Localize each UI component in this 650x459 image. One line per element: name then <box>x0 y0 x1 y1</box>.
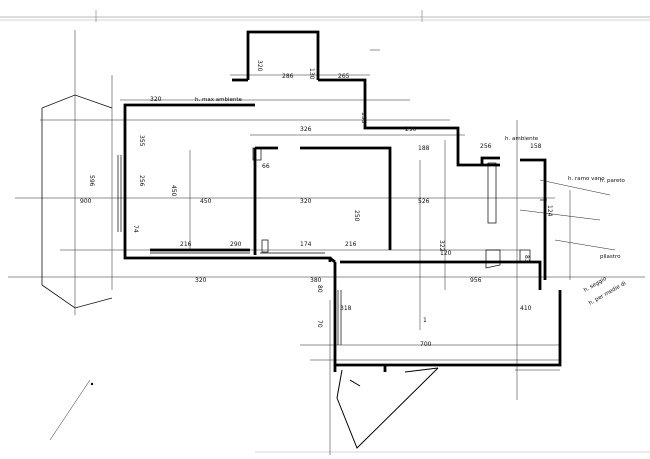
note-text: h. pareto <box>600 178 626 184</box>
dim-label: 322 <box>438 240 445 252</box>
dim-label: 410 <box>520 305 532 312</box>
dim-label: 130 <box>308 68 315 80</box>
dim-label: 318 <box>340 305 352 312</box>
dim-label: 450 <box>200 198 212 205</box>
dim-label: 320 <box>256 60 263 72</box>
dim-label: 216 <box>180 241 192 248</box>
dim-label: 250 <box>353 210 360 222</box>
dim-label: 124 <box>546 205 553 217</box>
dim-label: 320 <box>300 198 312 205</box>
dim-label: 450 <box>170 185 177 197</box>
dim-label: 155 <box>360 112 367 124</box>
dim-label: 74 <box>132 225 139 233</box>
dim-label: 216 <box>345 241 357 248</box>
construction-lines <box>8 30 645 455</box>
dim-label: 526 <box>418 198 430 205</box>
dim-label: 256 <box>480 143 492 150</box>
dim-label: 120 <box>440 250 452 257</box>
note-text: h. ramo vano <box>568 176 605 182</box>
dim-label: 83 <box>523 255 530 263</box>
dim-label: 174 <box>300 241 312 248</box>
dim-label: 290 <box>405 126 417 133</box>
walls <box>123 30 562 372</box>
window-openings <box>117 147 547 345</box>
dim-label: 158 <box>530 143 542 150</box>
dim-label: 900 <box>80 198 92 205</box>
sheet-frame <box>0 10 650 453</box>
dim-label: 956 <box>470 277 482 284</box>
dim-label: 320 <box>195 277 207 284</box>
note-text: pilastro <box>600 254 621 260</box>
left-bay-outline <box>41 94 113 309</box>
dim-label: 355 <box>138 135 145 147</box>
entrance-ramp <box>336 367 439 449</box>
dim-label: 256 <box>138 175 145 187</box>
dimension-labels: 320 286 265 326 290 188 256 158 900 450 … <box>80 60 553 348</box>
note-text: h. max ambiente <box>195 97 242 103</box>
dim-label: 286 <box>282 73 294 80</box>
dim-label: 290 <box>230 241 242 248</box>
dim-label: 265 <box>338 73 350 80</box>
dim-label: 380 <box>310 277 322 284</box>
dim-label: 326 <box>300 126 312 133</box>
dim-label: 700 <box>420 341 432 348</box>
dim-label: 188 <box>418 145 430 152</box>
room-number: 1 <box>423 317 427 324</box>
dim-label: 320 <box>150 96 162 103</box>
dim-label: 70 <box>316 320 323 328</box>
dim-label: 66 <box>262 163 270 170</box>
stray-mark <box>90 382 94 386</box>
dim-label: 80 <box>316 285 323 293</box>
dim-label: 596 <box>88 175 95 187</box>
note-text: h. ambiente <box>505 136 539 142</box>
